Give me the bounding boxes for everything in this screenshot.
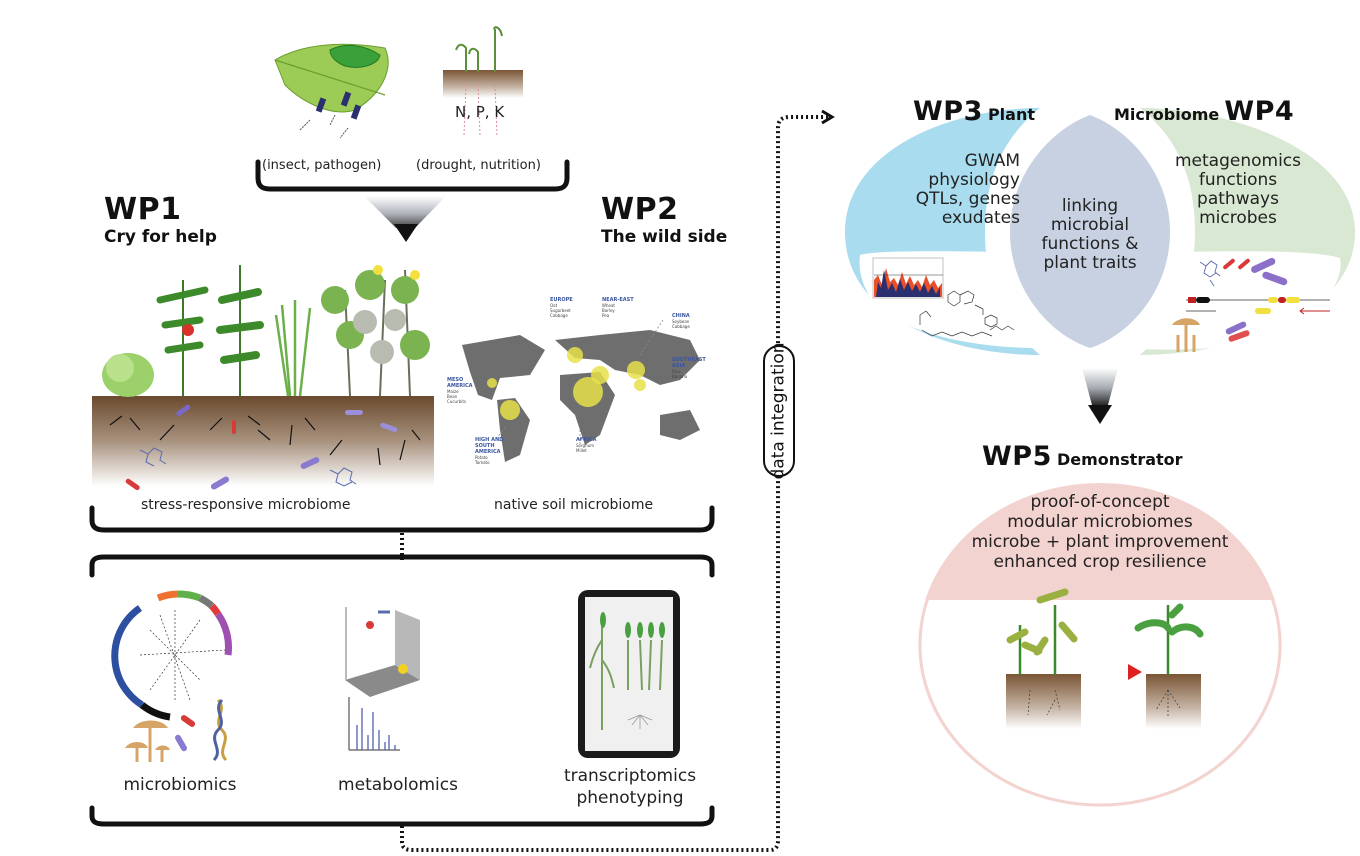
omics-bracket-top — [89, 554, 715, 578]
data-integration-label: data integration — [769, 342, 789, 480]
wp3-heading: WP3 Plant — [913, 96, 1035, 127]
biotic-stress-label: (insect, pathogen) — [262, 158, 382, 173]
wp4-title: Microbiome — [1114, 105, 1220, 124]
insect-leaf-illustration — [274, 43, 389, 139]
venn-diagram — [845, 108, 1355, 355]
map-region-africa: AFRICA Sorghum Millet — [576, 437, 597, 453]
wp1-number: WP1 — [104, 192, 182, 227]
wp5-funnel-arrow-icon — [1082, 368, 1118, 424]
funnel-arrow-icon — [364, 196, 446, 242]
stressor-bracket — [255, 159, 570, 192]
map-region-southeast-asia: SOUTHEAST ASIA Rice Banana — [672, 357, 706, 379]
wp-bracket — [89, 505, 715, 533]
wp2-heading: WP2 The wild side — [601, 192, 727, 247]
wp3-number: WP3 — [913, 96, 983, 127]
wp2-number: WP2 — [601, 192, 679, 227]
wp5-title: Demonstrator — [1056, 450, 1183, 469]
map-region-europe: EUROPE Oat Sugarbeet Cabbage — [550, 297, 573, 318]
wp1-caption: stress-responsive microbiome — [141, 497, 351, 513]
wp4-heading: Microbiome WP4 — [1114, 96, 1294, 127]
world-map-illustration — [462, 319, 700, 462]
abiotic-stress-label: (drought, nutrition) — [416, 158, 541, 173]
wp5-heading: WP5 Demonstrator — [982, 441, 1183, 472]
drought-plants-illustration — [443, 26, 523, 136]
data-integration-pill — [763, 345, 795, 477]
data-integration-arrowhead-icon — [821, 109, 835, 125]
map-region-near-east: NEAR-EAST Wheat Barley Pea — [602, 297, 634, 318]
wp4-number: WP4 — [1224, 96, 1295, 127]
wp3-topics: GWAM physiology QTLs, genes exudates — [915, 151, 1020, 228]
omics-label-metabolomics: metabolomics — [338, 775, 458, 795]
map-region-high-south-america: HIGH AND SOUTH AMERICA Potato Tomato — [475, 437, 504, 465]
wp5-number: WP5 — [982, 441, 1052, 472]
metabolomics-plot-illustration — [345, 607, 420, 751]
wp2-caption: native soil microbiome — [494, 497, 654, 513]
overlap-region — [1010, 115, 1170, 348]
map-region-china: CHINA Soybean Cabbage — [672, 313, 690, 329]
omics-label-microbiomics: microbiomics — [123, 775, 237, 795]
wp1-heading: WP1 Cry for help — [104, 192, 217, 247]
wp5-topics: proof-of-concept modular microbiomes mic… — [971, 492, 1229, 572]
omics-label-transcriptomics: transcriptomics phenotyping — [563, 766, 697, 808]
wp4-topics: metagenomics functions pathways microbes — [1174, 151, 1301, 228]
wp1-title: Cry for help — [104, 227, 217, 247]
omics-bracket-bottom — [89, 805, 715, 827]
data-integration-label-wrap: data integration — [764, 342, 794, 479]
overlap-topics: linking microbial functions & plant trai… — [1041, 196, 1139, 273]
crop-plants-illustration — [92, 265, 434, 491]
wp5-ellipse — [918, 483, 1282, 807]
wp2-title: The wild side — [601, 227, 728, 247]
wp3-title: Plant — [987, 105, 1035, 124]
nutrients-label: N, P, K — [455, 103, 505, 121]
circos-plot-illustration — [111, 590, 232, 762]
tablet-phenotyping-illustration — [578, 590, 680, 758]
data-integration-path — [400, 115, 828, 852]
map-region-meso-america: MESO AMERICA Maize Bean Cucurbits — [447, 377, 473, 404]
